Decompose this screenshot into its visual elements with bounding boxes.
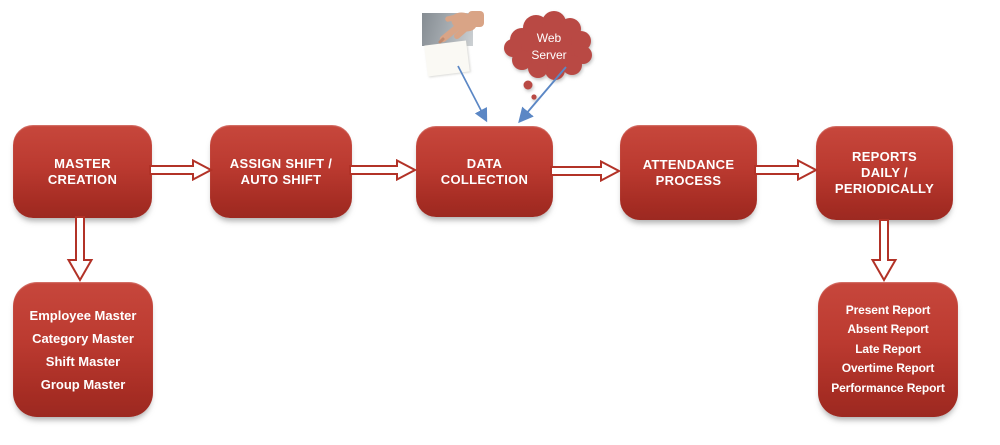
pointing-hand-icon bbox=[438, 11, 484, 44]
step-label-line: DATA bbox=[466, 155, 503, 171]
master-item: Group Master bbox=[40, 376, 126, 392]
step-label-line: MASTER bbox=[54, 155, 111, 171]
step-label-line: DAILY / bbox=[861, 165, 908, 180]
master-item: Shift Master bbox=[45, 353, 121, 369]
master-item: Category Master bbox=[32, 330, 134, 346]
fingerprint-hand-photo bbox=[422, 11, 484, 46]
report-item: Late Report bbox=[855, 341, 921, 356]
flow-step-assign-shift: ASSIGN SHIFT / AUTO SHIFT bbox=[210, 125, 352, 218]
flow-step-data-collection: DATA COLLECTION bbox=[416, 126, 553, 217]
flow-step-attendance-process: ATTENDANCE PROCESS bbox=[620, 125, 757, 220]
report-item: Present Report bbox=[845, 302, 931, 317]
web-server-cloud bbox=[504, 11, 592, 100]
step-label-line: ASSIGN SHIFT / bbox=[229, 155, 333, 171]
step-label-line: COLLECTION bbox=[440, 171, 529, 187]
master-items-box: Employee Master Category Master Shift Ma… bbox=[13, 282, 153, 417]
flow-arrow-4 bbox=[754, 159, 818, 181]
flow-arrow-1 bbox=[149, 159, 213, 181]
step-label-line: PERIODICALLY bbox=[834, 181, 935, 196]
report-item: Performance Report bbox=[831, 380, 945, 395]
flow-step-master-creation: MASTER CREATION bbox=[13, 125, 152, 218]
blue-arrow-from-device bbox=[457, 65, 488, 123]
step-label-line: AUTO SHIFT bbox=[240, 171, 322, 187]
step-label-line: CREATION bbox=[47, 171, 118, 187]
down-arrow-reports bbox=[870, 219, 898, 282]
flow-step-reports: REPORTS DAILY / PERIODICALLY bbox=[816, 126, 953, 220]
step-label-line: REPORTS bbox=[852, 149, 917, 164]
report-item: Absent Report bbox=[847, 322, 929, 337]
report-items-box: Present Report Absent Report Late Report… bbox=[818, 282, 958, 417]
blue-input-arrows bbox=[457, 65, 567, 124]
blue-arrow-from-server bbox=[518, 66, 567, 124]
step-label-line: ATTENDANCE bbox=[642, 156, 735, 172]
flow-arrow-3 bbox=[550, 160, 621, 182]
master-item: Employee Master bbox=[29, 307, 137, 323]
down-arrow-master bbox=[66, 216, 94, 282]
report-item: Overtime Report bbox=[841, 361, 935, 376]
flow-arrow-2 bbox=[349, 159, 417, 181]
step-label-line: PROCESS bbox=[655, 172, 722, 188]
